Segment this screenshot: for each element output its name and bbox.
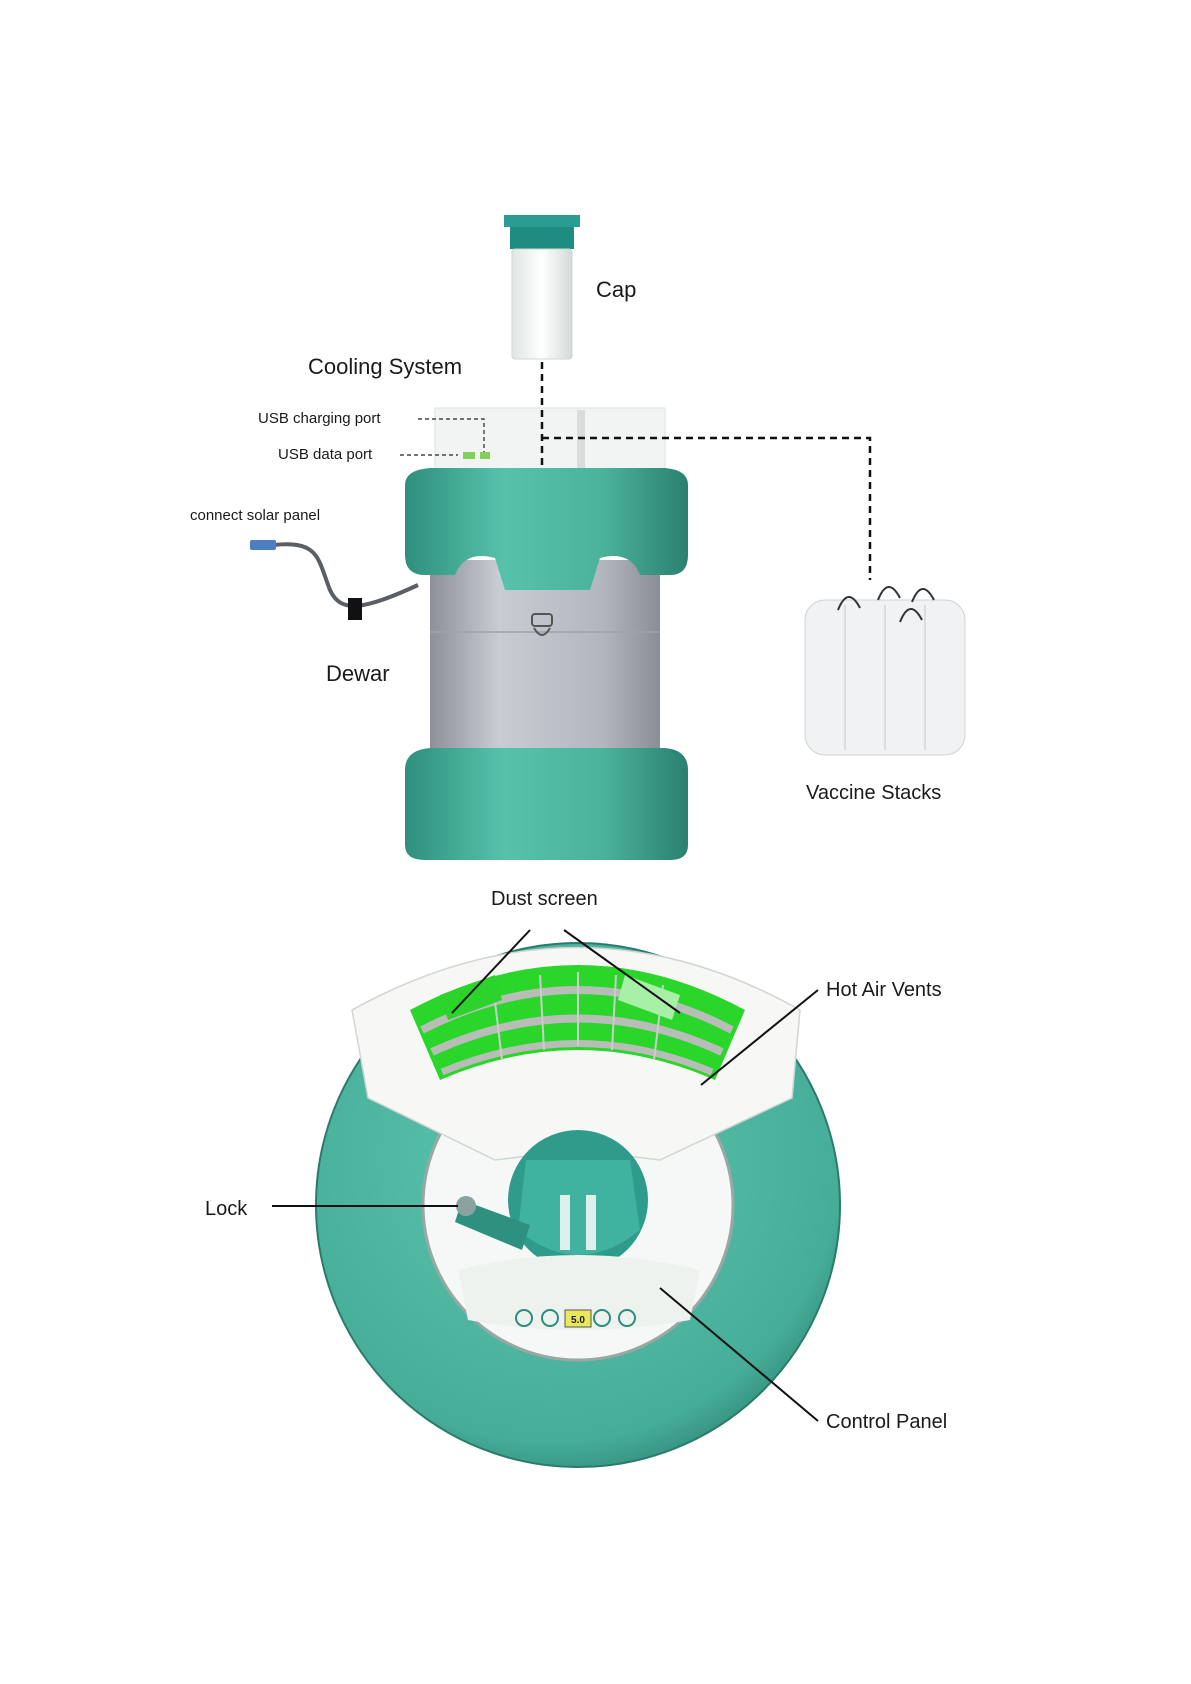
label-usb-charging-port: USB charging port xyxy=(258,410,381,427)
control-panel-display: 5.0 xyxy=(571,1315,585,1326)
label-dust-screen: Dust screen xyxy=(491,888,598,910)
cap-part xyxy=(504,215,580,359)
label-usb-data-port: USB data port xyxy=(278,446,373,463)
label-dewar: Dewar xyxy=(326,661,390,686)
label-connect-solar-panel: connect solar panel xyxy=(190,507,320,524)
top-bumper xyxy=(405,468,688,590)
label-control-panel: Control Panel xyxy=(826,1411,947,1433)
vaccine-stacks-part xyxy=(805,587,965,755)
bottom-bumper xyxy=(405,748,688,860)
label-vaccine-stacks: Vaccine Stacks xyxy=(806,782,941,804)
dewar-part xyxy=(430,560,660,770)
label-cap: Cap xyxy=(596,277,636,302)
control-panel-part: 5.0 xyxy=(458,1255,700,1330)
solar-cable xyxy=(250,540,418,620)
label-cooling-system: Cooling System xyxy=(308,354,462,379)
label-hot-air-vents: Hot Air Vents xyxy=(826,979,942,1001)
cooling-system-part xyxy=(435,408,665,474)
label-lock: Lock xyxy=(205,1198,248,1220)
center-cup-part xyxy=(508,1130,648,1270)
